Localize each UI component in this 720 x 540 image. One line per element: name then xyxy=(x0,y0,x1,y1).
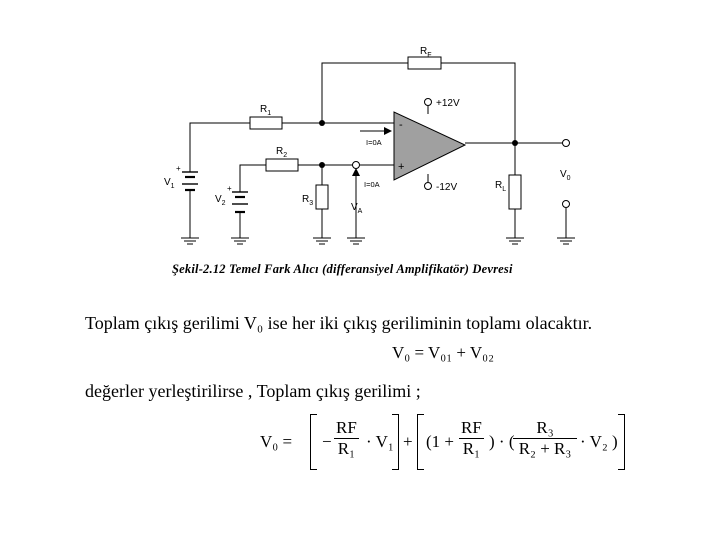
figure-caption: Şekil-2.12 Temel Fark Alıcı (differansiy… xyxy=(172,262,513,276)
circuit-diagram: - + xyxy=(164,46,575,245)
r2-resistor xyxy=(265,158,299,172)
frac-num: R₃ xyxy=(536,418,554,437)
output-ground-terminal xyxy=(562,200,570,208)
r3-resistor xyxy=(315,184,329,210)
vminus-label: -12V xyxy=(436,182,457,193)
v2-plus-sign: + xyxy=(227,184,232,193)
frac-num: RF xyxy=(336,418,357,437)
va-terminal xyxy=(352,161,360,169)
eq2-frac-r3-r2r3: R₃ R₂ + R₃ xyxy=(513,418,577,459)
eq2-plus: + xyxy=(403,432,413,451)
frac-den: R₁ xyxy=(334,438,359,459)
eq2-dot-v1: · V₁ xyxy=(366,432,394,451)
rf-label: RF xyxy=(420,46,432,59)
paragraph-2: değerler yerleştirilirse , Toplam çıkış … xyxy=(85,381,421,401)
eq2-open: (1 + xyxy=(426,432,454,451)
r1-resistor xyxy=(249,116,283,130)
r3-label: R3 xyxy=(302,194,313,207)
r2-label: R2 xyxy=(276,146,287,159)
right-bracket-2 xyxy=(618,414,625,470)
frac-num: RF xyxy=(461,418,482,437)
r1-label: R1 xyxy=(260,104,271,117)
ground-symbols xyxy=(181,237,575,245)
left-bracket-2 xyxy=(417,414,424,470)
equation-2: V₀ = − RF R₁ · V₁ + (1 + RF R₁ ) · ( R₃ … xyxy=(260,412,640,472)
eq2-dot-v2: · V₂ ) xyxy=(580,432,618,451)
eq2-minus: − xyxy=(322,432,332,451)
v1-label: V1 xyxy=(164,177,175,190)
output-terminal xyxy=(562,139,570,147)
eq2-lhs: V₀ = xyxy=(260,432,293,451)
opamp-plus: + xyxy=(398,161,404,173)
eq2-frac-rf-r1: RF R₁ xyxy=(334,418,359,459)
v1-plus-sign: + xyxy=(176,164,181,173)
v2-label: V2 xyxy=(215,194,226,207)
opamp-triangle xyxy=(393,111,467,181)
rl-label: RL xyxy=(495,180,506,193)
v2-battery xyxy=(232,191,248,214)
va-label: VA xyxy=(351,202,363,215)
left-bracket-1 xyxy=(310,414,317,470)
vplus-terminal xyxy=(424,98,432,106)
vminus-terminal xyxy=(424,182,432,190)
rl-resistor xyxy=(508,174,522,210)
rf-resistor xyxy=(407,56,442,70)
v1-battery xyxy=(182,171,198,192)
eq2-frac-rf-r1-2: RF R₁ xyxy=(459,418,484,459)
vplus-label: +12V xyxy=(436,98,460,109)
eq2-mid: ) · ( xyxy=(489,432,515,451)
current-label-top: I=0A xyxy=(366,138,382,147)
current-label-bottom: I=0A xyxy=(364,180,380,189)
frac-den: R₂ + R₃ xyxy=(513,438,577,459)
right-bracket-1 xyxy=(392,414,399,470)
opamp-minus: - xyxy=(399,119,403,131)
frac-den: R₁ xyxy=(459,438,484,459)
paragraph-1: Toplam çıkış gerilimi V₀ ise her iki çık… xyxy=(85,313,593,333)
vo-label: V0 xyxy=(560,169,571,182)
equation-1: V₀ = V₀₁ + V₀₂ xyxy=(392,343,495,362)
